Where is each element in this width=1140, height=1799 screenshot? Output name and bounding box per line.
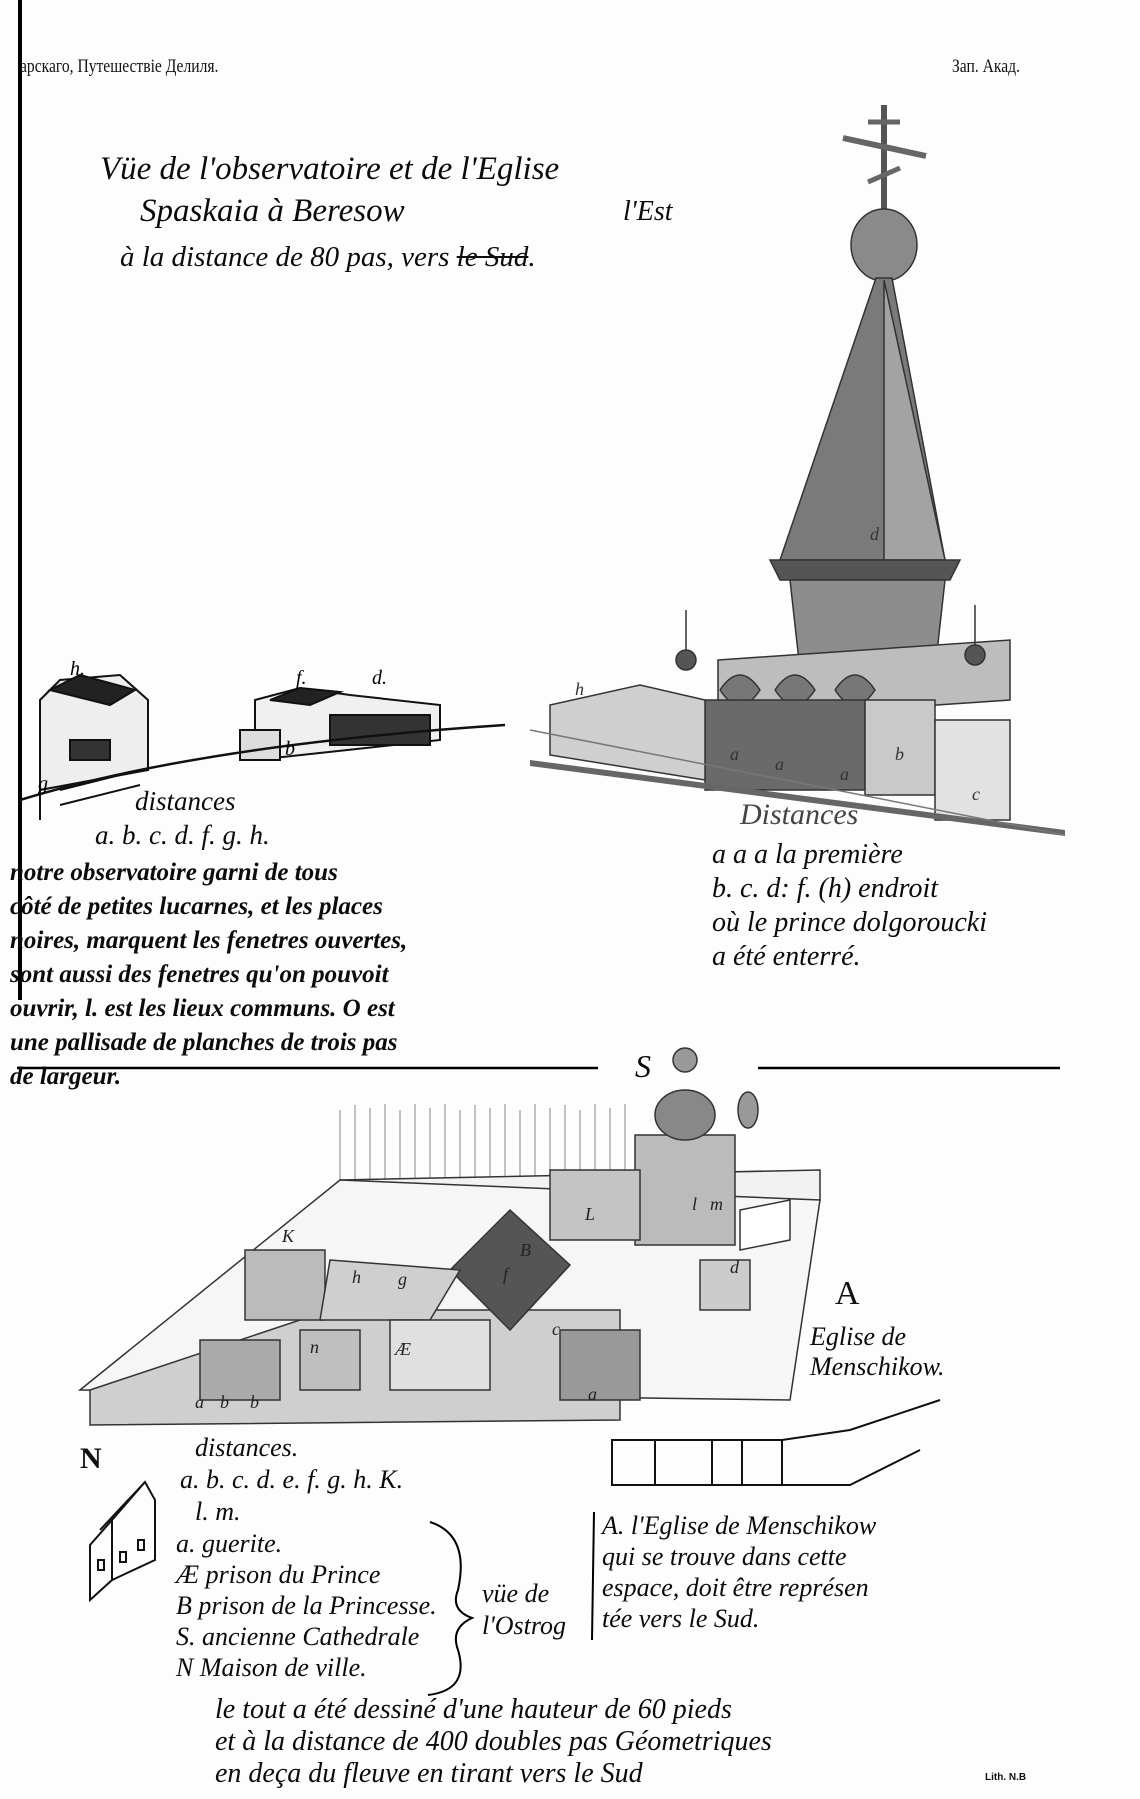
note-line: ouvrir, l. est les lieux communs. O est — [10, 995, 395, 1022]
sketch-label: a — [775, 754, 784, 774]
sketch-label: a — [840, 764, 849, 784]
note-line: de largeur. — [10, 1063, 122, 1090]
sketch-label: d. — [372, 667, 387, 689]
legend-item: S. ancienne Cathedrale — [176, 1622, 420, 1651]
sketch-label: l — [692, 1194, 697, 1214]
church-a-caption: Eglise de Menschikow. — [810, 1322, 945, 1381]
note-line: une pallisade de planches de trois pas — [10, 1029, 398, 1056]
sketch-label: d — [870, 524, 880, 544]
church-a-letter: A — [835, 1275, 860, 1312]
sketch-label: K — [281, 1226, 295, 1246]
sketch-label: n — [310, 1337, 319, 1357]
church-a-note: A. l'Eglise de Menschikow qui se trouve … — [602, 1510, 876, 1634]
legend-item: B prison de la Princesse. — [176, 1591, 437, 1620]
legend-heading: distances. — [195, 1433, 299, 1462]
sketch-label: b — [220, 1392, 229, 1412]
note-line: A. l'Eglise de Menschikow — [602, 1511, 877, 1540]
ostrog-drawing — [77, 1047, 941, 1696]
title-line-3: à la distance de 80 pas, vers — [120, 241, 450, 273]
right-notes-body: a a a la première b. c. d: f. (h) endroi… — [712, 838, 987, 974]
note-line: a a a la première — [712, 839, 903, 870]
sketch-label: h. — [70, 658, 85, 680]
footer-note: le tout a été dessiné d'une hauteur de 6… — [215, 1694, 772, 1790]
legend-items: a. guerite. Æ prison du Prince B prison … — [176, 1528, 437, 1683]
left-notes-body: notre observatoire garni de tous côté de… — [10, 856, 407, 1094]
brace-label-line-1: vüe de — [482, 1579, 550, 1608]
note-line: côté de petites lucarnes, et les places — [10, 893, 383, 920]
left-notes-letters: a. b. c. d. f. g. h. — [95, 820, 270, 850]
note-line: noires, marquent les fenetres ouvertes, — [10, 927, 408, 954]
sketch-label: c — [552, 1319, 560, 1339]
note-line: notre observatoire garni de tous — [10, 859, 338, 886]
running-header-left: арскаго, Путешествіе Делиля. — [20, 56, 219, 77]
legend-item: N Maison de ville. — [176, 1653, 367, 1682]
note-line: en deça du fleuve en tirant vers le Sud — [215, 1758, 643, 1789]
south-marker-label: S — [635, 1048, 651, 1084]
sketch-label: a — [195, 1392, 204, 1412]
sketch-label: h — [575, 679, 584, 699]
title-line-2: Spaskaia à Beresow — [140, 193, 405, 229]
legend-letters: a. b. c. d. e. f. g. h. K. — [180, 1465, 404, 1494]
legend-item: a. guerite. — [176, 1529, 283, 1558]
note-line: b. c. d: f. (h) endroit — [712, 873, 939, 904]
sketch-label: f — [503, 1264, 511, 1284]
note-line: qui se trouve dans cette — [602, 1542, 847, 1571]
sketch-label: d — [730, 1257, 740, 1277]
north-marker-label: N — [80, 1442, 102, 1475]
sketch-label: L — [584, 1204, 595, 1224]
left-notes-heading: distances — [135, 786, 236, 816]
sketch-label: Æ — [393, 1339, 411, 1359]
sketch-label: f. — [296, 667, 307, 689]
sketch-label: h — [352, 1267, 361, 1287]
note-line: sont aussi des fenetres qu'on pouvoit — [10, 961, 389, 988]
note-line: tée vers le Sud. — [602, 1604, 760, 1633]
note-line: a été enterré. — [712, 941, 861, 972]
note-line: où le prince dolgoroucki — [712, 907, 988, 938]
sketch-label: g — [38, 773, 48, 795]
sketch-label: a — [588, 1384, 597, 1404]
legend-letters-2: l. m. — [195, 1497, 241, 1526]
brace-label-line-2: l'Ostrog — [482, 1611, 567, 1640]
lithographer-imprint: Lith. N.B — [985, 1772, 1027, 1783]
title-struck-word: le Sud — [456, 241, 529, 273]
legend-item: Æ prison du Prince — [176, 1560, 381, 1589]
title-correction: l'Est — [623, 196, 673, 227]
note-line: espace, doit être représen — [602, 1573, 869, 1602]
sketch-label: a — [730, 744, 739, 764]
title-line-1: Vüe de l'observatoire et de l'Eglise — [100, 151, 560, 187]
spaskaia-church-drawing — [529, 105, 1066, 836]
note-line: et à la distance de 400 doubles pas Géom… — [215, 1726, 772, 1757]
sketch-label: b — [895, 744, 904, 764]
sketch-label: b — [285, 738, 295, 760]
note-line: le tout a été dessiné d'une hauteur de 6… — [215, 1694, 732, 1725]
sketch-label: B — [520, 1240, 531, 1260]
right-notes-heading: Distances — [740, 798, 859, 831]
sketch-label: b — [250, 1392, 259, 1412]
observatory-drawing — [19, 673, 506, 820]
sketch-label: m — [710, 1194, 723, 1214]
running-header-right: Зап. Акад. — [952, 56, 1020, 77]
sketch-label: c — [972, 784, 980, 804]
sketch-label: g — [398, 1269, 407, 1289]
